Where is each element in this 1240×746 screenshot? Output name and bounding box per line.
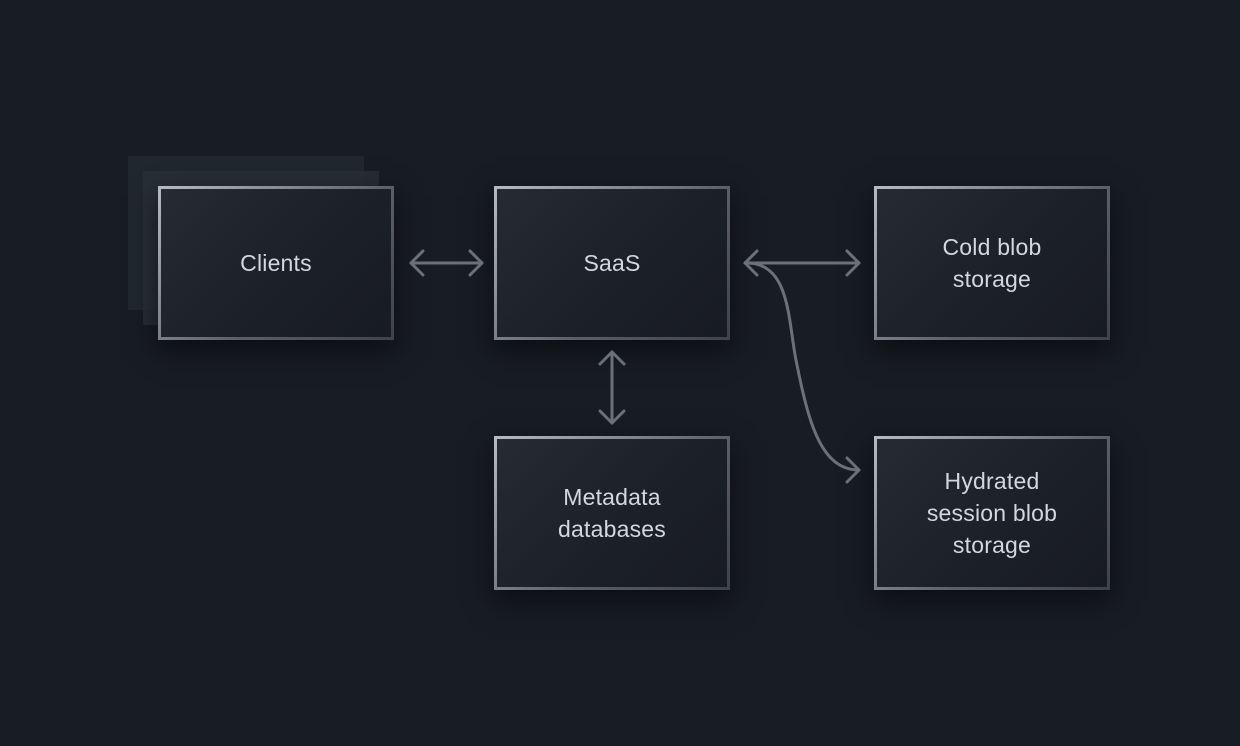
saas-node: SaaS (494, 186, 730, 340)
cold-blob-storage-label: Cold blob storage (942, 234, 1042, 292)
clients-label: Clients (240, 250, 312, 276)
cold-blob-storage-node: Cold blob storage (874, 186, 1110, 340)
saas-label: SaaS (583, 250, 641, 276)
metadata-databases-label: Metadata databases (558, 484, 666, 542)
saas-cold-storage-arrow (743, 249, 861, 277)
clients-node: Clients (158, 186, 394, 340)
hydrated-session-blob-storage-label: Hydrated session blob storage (926, 468, 1058, 558)
clients-saas-arrow (409, 249, 484, 277)
metadata-databases-node: Metadata databases (494, 436, 730, 590)
hydrated-session-blob-storage-node: Hydrated session blob storage (874, 436, 1110, 590)
saas-metadata-arrow (598, 350, 626, 425)
saas-hydrated-storage-arrow (745, 261, 861, 484)
